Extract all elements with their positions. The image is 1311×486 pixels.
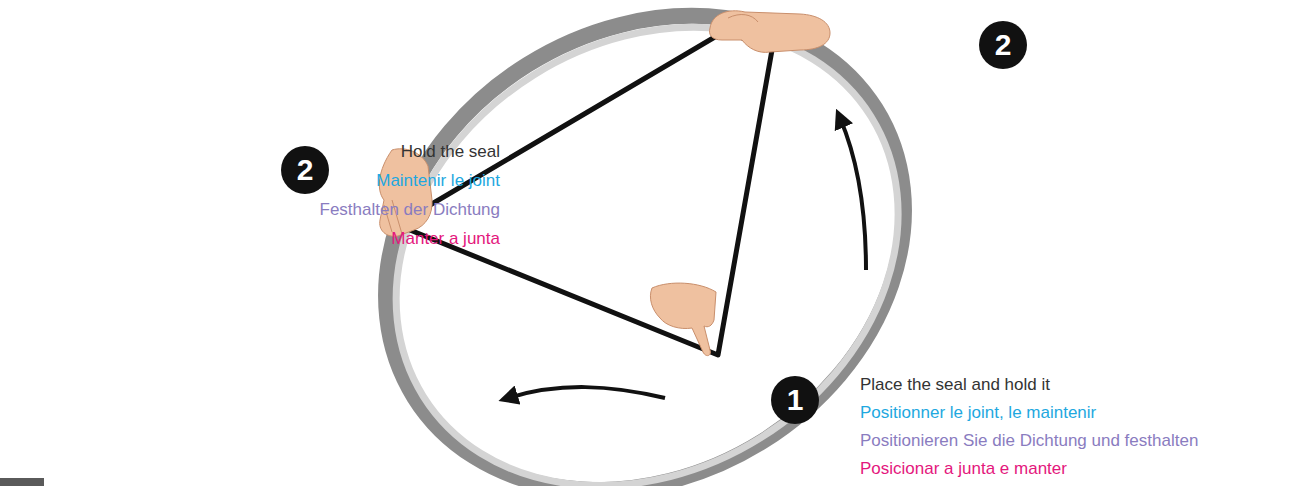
callout-number: 2 [297,155,314,185]
rotation-arrow [840,118,866,270]
instruction-text: Manter a junta [391,225,500,253]
page-mark [0,478,44,486]
instruction-text: Festhalten der Dichtung [320,196,501,224]
instruction-text: Place the seal and hold it [860,371,1050,399]
callout-circle: 1 [771,376,819,424]
instruction-text: Maintenir le joint [376,167,500,195]
hand-left [379,149,432,237]
instruction-text: Posicionar a junta e manter [860,455,1067,483]
instruction-text: Positionieren Sie die Dichtung und festh… [860,427,1198,455]
instruction-text: Positionner le joint, le maintenir [860,399,1096,427]
rotation-arrow [508,387,665,398]
hand-top [710,11,831,53]
callout-circle: 2 [979,21,1027,69]
seal-cord [405,31,772,355]
callout-number: 1 [787,385,804,415]
callout-circle: 2 [281,146,329,194]
hand-pointing [650,283,716,356]
instruction-text: Hold the seal [401,138,500,166]
callout-number: 2 [995,30,1012,60]
